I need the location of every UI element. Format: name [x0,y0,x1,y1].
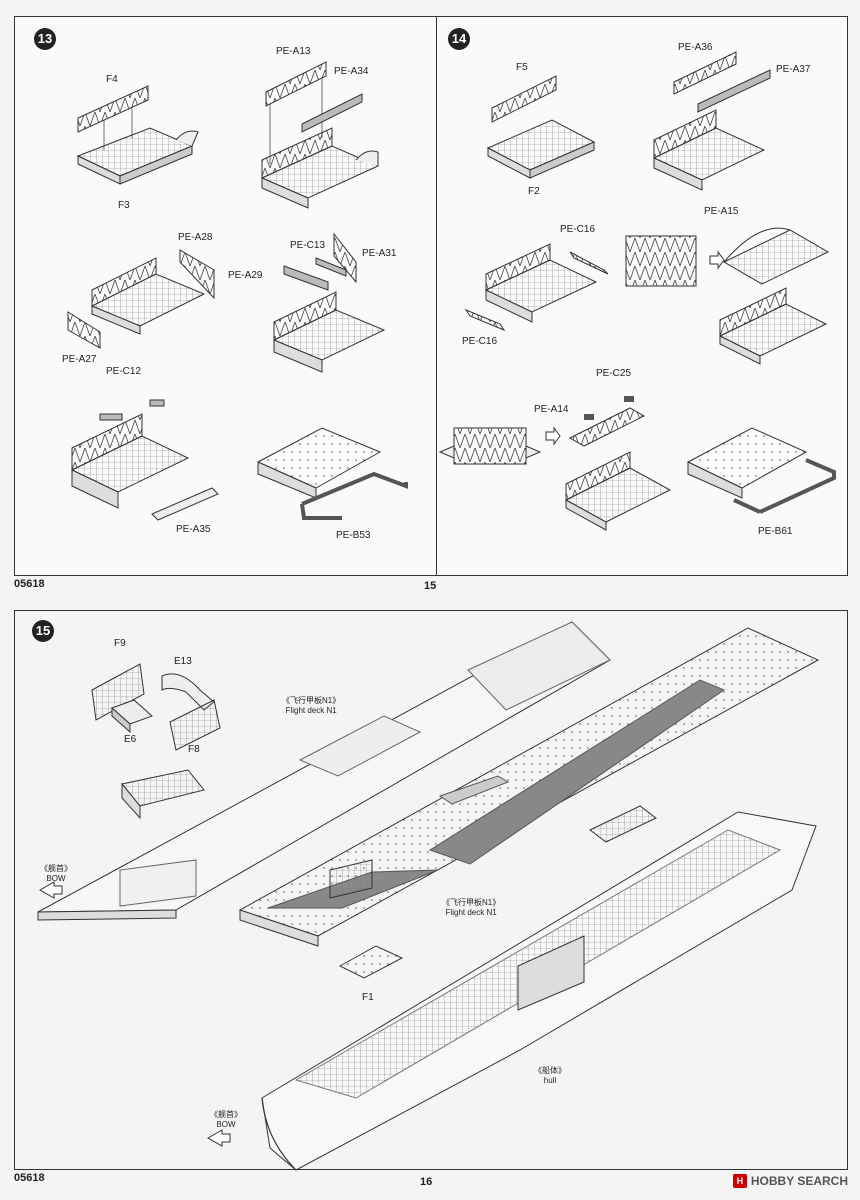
label-f8: F8 [188,744,200,755]
label-bow-2-cn: 《舰首》 [210,1110,242,1119]
part-f8-panel [169,699,221,751]
label-pe-a27: PE-A27 [62,354,97,365]
label-pe-a29: PE-A29 [228,270,263,281]
step-15-panel [14,610,848,1170]
label-flight-deck-1-cn: 《飞行甲板N1》 [282,696,341,705]
label-e13: E13 [174,656,192,667]
hobby-search-text: HOBBY SEARCH [750,1174,848,1188]
step-13-badge: 13 [34,28,56,50]
part-f4-truss [77,85,149,150]
hangar-assembly-b [67,249,215,349]
label-pe-a15: PE-A15 [704,206,739,217]
label-pe-b53: PE-B53 [336,530,371,541]
part-pe-a15-flat [625,235,725,287]
label-flight-deck-2: 《飞行甲板N1》 Flight deck N1 [442,898,500,918]
label-hull-en: hull [543,1076,557,1085]
part-f2-deck-section [486,119,596,179]
label-pe-a28: PE-A28 [178,232,213,243]
label-pe-a14: PE-A14 [534,404,569,415]
part-f9-grid-panel [91,663,145,721]
page-code-bottom: 05618 [14,1172,45,1184]
hangar-assembly-h [564,396,672,531]
label-f3: F3 [118,200,130,211]
label-f1: F1 [362,992,374,1003]
label-bow-1: 《舰首》 BOW [40,864,72,884]
label-bow-2-en: BOW [216,1120,236,1129]
hangar-assembly-e [652,51,771,191]
hobby-search-watermark: H HOBBY SEARCH [732,1174,848,1188]
label-pe-b61: PE-B61 [758,526,793,537]
label-flight-deck-2-en: Flight deck N1 [445,908,497,917]
label-pe-a35: PE-A35 [176,524,211,535]
label-flight-deck-2-cn: 《飞行甲板N1》 [442,898,501,907]
label-bow-1-cn: 《舰首》 [40,864,72,873]
label-pe-a36: PE-A36 [678,42,713,53]
island-assembly [121,769,205,820]
part-pe-a14-flat [438,426,561,465]
label-e6: E6 [124,734,137,745]
hangar-assembly-g [718,227,830,365]
part-f5-truss [491,75,557,123]
label-pe-c12: PE-C12 [106,366,142,377]
hull [261,811,817,1171]
flight-deck-n1-main [238,627,820,947]
label-f9: F9 [114,638,126,649]
hangar-assembly-d [70,399,219,521]
label-hull: 《船体》 hull [534,1066,566,1086]
label-pe-c13: PE-C13 [290,240,326,251]
label-flight-deck-1: 《飞行甲板N1》 Flight deck N1 [282,696,340,716]
flight-deck-n1-forward [37,621,611,921]
hangar-assembly-f [464,243,609,332]
bow-arrows [38,881,231,1147]
label-f5: F5 [516,62,528,73]
page-number-16: 16 [420,1176,433,1188]
part-f1-deck-piece [338,945,404,979]
hangar-assembly-c [272,232,386,373]
label-f2: F2 [528,186,540,197]
label-pe-a31: PE-A31 [362,248,397,259]
label-pe-a34: PE-A34 [334,66,369,77]
label-f4: F4 [106,74,118,85]
part-e6-block [111,699,153,734]
deck-part-b53 [256,427,408,520]
step-14-badge: 14 [448,28,470,50]
deck-part-b61 [686,427,836,514]
label-pe-a37: PE-A37 [776,64,811,75]
part-f3-deck-section [76,127,199,185]
label-bow-2: 《舰首》 BOW [210,1110,242,1130]
label-flight-deck-1-en: Flight deck N1 [285,706,337,715]
part-pe-a34-rail [301,93,363,133]
hangar-block-on-hull [589,805,657,843]
page-code-top: 05618 [14,578,45,590]
label-hull-cn: 《船体》 [534,1066,566,1075]
label-pe-c16-top: PE-C16 [560,224,596,235]
label-pe-c25: PE-C25 [596,368,632,379]
part-pe-a13-truss [265,61,327,164]
label-pe-c16-bottom: PE-C16 [462,336,498,347]
step-15-badge: 15 [32,620,54,642]
page-number-15: 15 [424,580,437,592]
label-pe-a13: PE-A13 [276,46,311,57]
hangar-assembly-a [260,127,380,209]
hobby-search-logo-icon: H [732,1174,747,1188]
label-bow-1-en: BOW [46,874,66,883]
